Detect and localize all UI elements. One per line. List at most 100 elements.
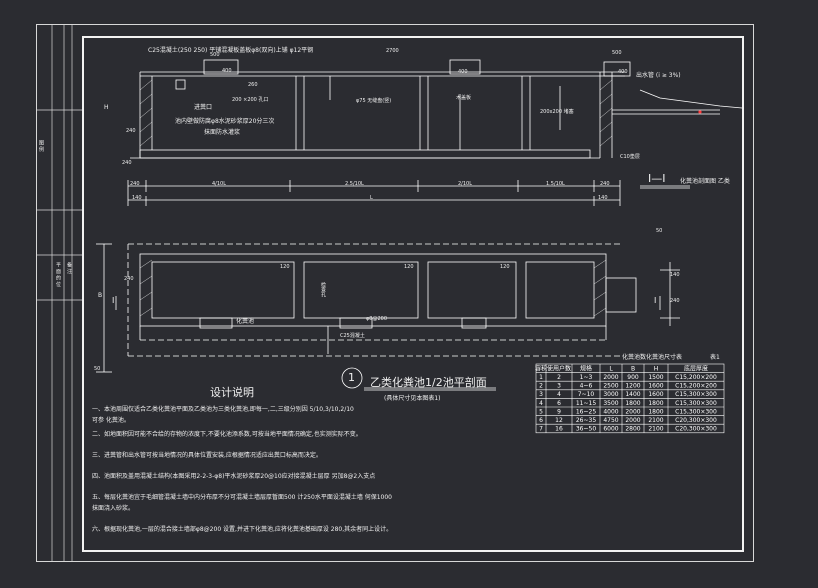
table-header-cell: 底层厚度 [684, 364, 708, 372]
table-cell: 16 [555, 426, 563, 433]
table-cell: 1600 [648, 391, 663, 398]
plan-label-i2: I [654, 296, 657, 305]
table-header-cell: 规格 [580, 364, 592, 372]
table-cell: 6 [557, 400, 561, 407]
hole-label: 200 ×200 孔口 [232, 97, 269, 103]
wall-note-a: 池内壁做防腐φ8水泥砂浆厚20分三次 [175, 118, 275, 125]
table-cell: 1 [539, 374, 543, 381]
plan-dim-240-b: 240 [670, 298, 680, 304]
plan-dim-b: B [98, 292, 103, 299]
design-note-6: 六、根据现化粪池,一层的混合接土墙部φ8@200 设置,并进下化粪池,应将化粪池… [92, 526, 393, 533]
plan-subtitle: (具体尺寸见本图表1) [384, 395, 441, 402]
table-cell: 11~15 [576, 400, 596, 407]
plan-label-plug: 检查孔 [320, 282, 326, 297]
table-cell: C20,300×300 [675, 417, 717, 424]
table-cell: 1800 [648, 400, 663, 407]
table-cell: 4~6 [580, 383, 593, 390]
table-cell: C15,300×300 [675, 400, 717, 407]
dim-row-i: 140 [598, 195, 608, 201]
section-title: I—I [648, 172, 666, 185]
table-cell: 2000 [625, 417, 640, 424]
titleblock-label-a: 图 例 [38, 140, 44, 152]
design-note-5b: 抹面浇入砂浆。 [92, 505, 135, 512]
outlet-pipe-label: 出水管 (i ≥ 3%) [636, 72, 681, 79]
table-cell: 2800 [625, 426, 640, 433]
dim-240-a: 240 [126, 128, 136, 134]
table-cell: 1800 [625, 400, 640, 407]
table-cell: 6 [539, 417, 543, 424]
inlet-label: 进粪口 [194, 104, 213, 111]
table-cell: 1800 [648, 408, 663, 415]
table-cell: 2000 [603, 374, 618, 381]
design-note-2: 二、如地面积因可能不合给的存物的浓度下,不要化池添系数,可按当地平面情况确定,也… [92, 431, 362, 438]
table-cell: 12 [555, 417, 563, 424]
table-cell: 1500 [648, 374, 663, 381]
section-caption: 化粪池剖面图 乙类 [680, 178, 730, 185]
plan-label-i: I [112, 296, 115, 305]
titleblock-label-c: 备 注 [66, 262, 72, 274]
titleblock-label-b: 平 面 的 位 [55, 262, 61, 287]
table-header-cell: L [609, 365, 613, 372]
table-cell: 9 [557, 408, 561, 415]
table-cell: C20,300×300 [675, 426, 717, 433]
dim-240-b: 240 [122, 160, 132, 166]
dim-400-a: 400 [222, 68, 232, 74]
dim-260: 260 [248, 82, 258, 88]
table-cell: 3000 [603, 391, 618, 398]
table-cell: C15,200×200 [675, 383, 717, 390]
plan-dim-120-a: 120 [280, 264, 290, 270]
plan-dim-50-b: 50 [94, 366, 101, 372]
elev-h: H [104, 104, 109, 111]
table-cell: C15,300×300 [675, 408, 717, 415]
table-cell: 1400 [625, 391, 640, 398]
plan-dim-240: 240 [124, 276, 134, 282]
drawing-frame [82, 36, 744, 552]
dim-row-d: 2/10L [458, 181, 473, 187]
dim-2700: 2700 [386, 48, 399, 54]
table-cell: 2 [539, 383, 543, 390]
table-cell: 2500 [603, 383, 618, 390]
dim-400-b: 400 [458, 69, 468, 75]
table-cell: 36~50 [576, 426, 596, 433]
table-cell: 2000 [625, 408, 640, 415]
dim-row-c: 2.5/10L [345, 181, 364, 187]
design-notes-list: 一、本池周围仅适合乙类化粪池平面及乙类池为三类化粪池,即每一,二,三级分别因 5… [92, 404, 532, 535]
table-cell: 4 [557, 391, 561, 398]
table-cell: 1600 [648, 383, 663, 390]
table-cell: 7~10 [578, 391, 595, 398]
table-cell: 3500 [603, 400, 618, 407]
plan-label-tank: 化粪池 [236, 318, 255, 325]
table-cell: 4000 [603, 408, 618, 415]
dim-row-b: 4/10L [212, 181, 227, 187]
dim-row-h: L [370, 195, 373, 201]
table-cell: 6000 [603, 426, 618, 433]
design-notes-title: 设计说明 [210, 386, 254, 399]
dim-500-a: 500 [210, 52, 220, 58]
table-cell: 1~3 [580, 374, 593, 381]
plan-label-c25: C25混凝土 [340, 333, 365, 339]
design-note-3: 三、进粪管和出水管可按当地情况的具体位置安装,应根据情况适应出粪口标高而决定。 [92, 452, 322, 459]
plan-dim-120-b: 120 [404, 264, 414, 270]
table-cell: 3 [557, 383, 561, 390]
table-cell: 900 [627, 374, 639, 381]
plug-label: 200x200 堵塞 [540, 109, 574, 115]
design-note-1b: 可参 化粪池。 [92, 417, 130, 424]
plan-dim-140: 140 [670, 272, 680, 278]
table-cell: 3 [539, 391, 543, 398]
dim-row-a: 240 [130, 181, 140, 187]
table-cell: 26~35 [576, 417, 596, 424]
table-cell: 2100 [648, 417, 663, 424]
table-cell: 7 [539, 426, 543, 433]
plan-title: 乙类化粪池1/2池平剖面 [370, 376, 487, 389]
table-cell: C15,200×200 [675, 374, 717, 381]
section-top-note: C25混凝土(250 250) 平铺混凝板盖板φ8(双向)上铺 φ12平钢 [148, 47, 314, 54]
cap-label: 木盖板 [456, 95, 472, 101]
c10-label: C10垫层 [620, 154, 640, 160]
plan-number: 1 [348, 371, 355, 384]
table-cell: 1200 [625, 383, 640, 390]
table-header-cell: H [654, 365, 659, 372]
vent-label: φ75 无缝盘(竖) [356, 98, 392, 104]
